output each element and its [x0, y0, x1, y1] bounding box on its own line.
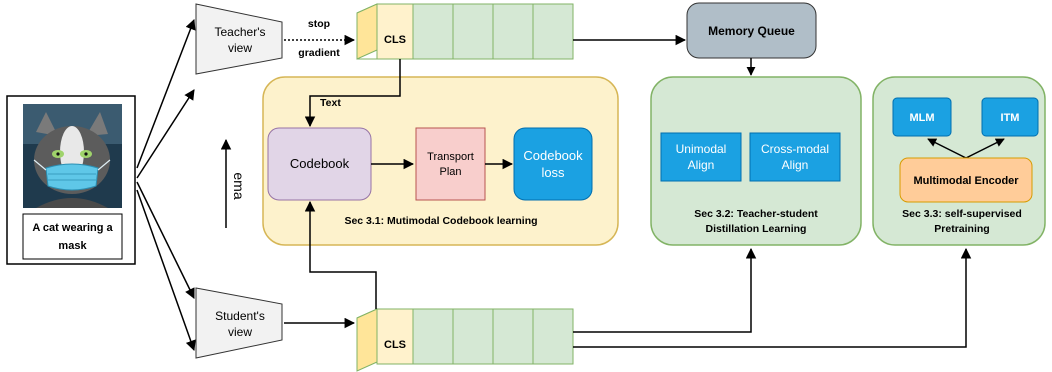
student-cls-to-codebook-arrow — [304, 200, 377, 309]
text-label: Text — [320, 97, 341, 109]
caption-line-1: A cat wearing a — [32, 222, 113, 234]
student-token — [492, 308, 534, 365]
transport-plan-label-1: Transport — [427, 151, 474, 163]
teacher-token — [412, 3, 454, 60]
sec33-caption-1: Sec 3.3: self-supervised — [902, 208, 1022, 220]
sec32-caption-2: Distillation Learning — [706, 223, 807, 235]
codebook-loss-box — [513, 127, 593, 201]
encoder-to-itm-arrow — [965, 138, 1005, 159]
cls-to-codebook-arrow — [304, 59, 401, 128]
multimodal-encoder-label: Multimodal Encoder — [913, 175, 1019, 187]
gradient-label: gradient — [298, 47, 340, 59]
multimodal-encoder-box — [899, 157, 1033, 203]
ema-label: ema — [231, 172, 247, 199]
encoder-to-mlm-arrow — [927, 138, 967, 159]
unimodal-align-box — [660, 132, 742, 182]
student-token — [452, 308, 494, 365]
student-token-strip — [356, 308, 574, 372]
student-view-label-2: view — [228, 325, 252, 339]
teacher-view-label-1: Teacher's — [215, 25, 266, 39]
student-cls-token — [376, 308, 414, 365]
itm-box — [981, 97, 1039, 137]
crossmodal-align-box — [749, 132, 841, 182]
teacher-token-strip — [356, 3, 574, 60]
teacher-token — [532, 3, 574, 60]
unimodal-label-1: Unimodal — [676, 142, 727, 156]
student-token — [532, 308, 574, 365]
crossmodal-label-2: Align — [782, 158, 809, 172]
sec33-caption-2: Pretraining — [934, 223, 989, 235]
student-view-encoder — [195, 287, 283, 359]
mlm-box — [892, 97, 952, 137]
student-to-sec32-arrow — [573, 247, 757, 333]
caption-box — [22, 213, 123, 260]
codebook-loss-label-2: loss — [541, 165, 565, 180]
caption-line-2: mask — [58, 240, 87, 252]
crossmodal-label-1: Cross-modal — [761, 142, 829, 156]
sec32-caption-1: Sec 3.2: Teacher-student — [694, 208, 818, 220]
unimodal-label-2: Align — [688, 158, 715, 172]
transport-plan-box — [415, 127, 486, 201]
mlm-label: MLM — [909, 112, 934, 124]
transport-plan-label-2: Plan — [439, 166, 461, 178]
teacher-token — [452, 3, 494, 60]
itm-label: ITM — [1001, 112, 1020, 124]
student-view-label-1: Student's — [215, 309, 265, 323]
student-cls-label: CLS — [384, 339, 406, 351]
teacher-token — [492, 3, 534, 60]
sec31-caption: Sec 3.1: Mutimodal Codebook learning — [344, 215, 537, 227]
codebook-loss-label-1: Codebook — [523, 148, 583, 163]
codebook-label: Codebook — [290, 156, 350, 171]
teacher-view-encoder — [195, 3, 283, 75]
stop-label: stop — [308, 18, 330, 30]
teacher-view-label-2: view — [228, 41, 252, 55]
teacher-cls-token — [376, 3, 414, 60]
teacher-cls-label: CLS — [384, 34, 406, 46]
memory-queue-label: Memory Queue — [708, 24, 795, 38]
input-to-view-arrows — [136, 19, 196, 351]
student-to-sec33-arrow — [573, 247, 972, 348]
student-token — [412, 308, 454, 365]
cat-photo-icon — [23, 104, 122, 208]
